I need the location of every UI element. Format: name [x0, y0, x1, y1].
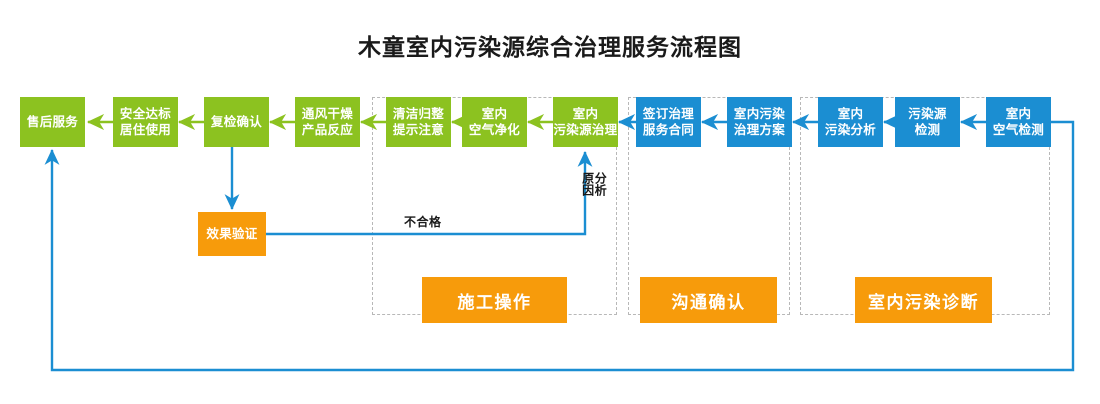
page-title: 木童室内污染源综合治理服务流程图 [358, 34, 742, 60]
node-pollution-source-test[interactable]: 污染源 检测 [895, 97, 960, 147]
node-pollution-analysis[interactable]: 室内 污染分析 [818, 97, 883, 147]
phase-banner-communication[interactable]: 沟通确认 [640, 277, 777, 323]
node-safe-standard-living[interactable]: 安全达标 居住使用 [113, 97, 178, 147]
edge-label-analyze-cause: 分析 原因 [580, 172, 608, 196]
node-indoor-air-test[interactable]: 室内 空气检测 [986, 97, 1051, 147]
node-indoor-air-purify[interactable]: 室内 空气净化 [462, 97, 527, 147]
node-treatment-plan[interactable]: 室内污染 治理方案 [727, 97, 792, 147]
node-effect-verification[interactable]: 效果验证 [198, 212, 266, 256]
node-sign-service-contract[interactable]: 签订治理 服务合同 [636, 97, 701, 147]
node-clean-tidy-notice[interactable]: 清洁归整 提示注意 [386, 97, 451, 147]
phase-banner-construction[interactable]: 施工操作 [422, 277, 567, 323]
node-recheck-confirm[interactable]: 复检确认 [204, 97, 269, 147]
phase-banner-diagnosis[interactable]: 室内污染诊断 [855, 277, 992, 323]
node-after-sales-service[interactable]: 售后服务 [20, 97, 85, 147]
edge-label-fail: 不合格 [404, 215, 442, 229]
node-pollution-source-treat[interactable]: 室内 污染源治理 [553, 97, 618, 147]
node-ventilate-dry-react[interactable]: 通风干燥 产品反应 [295, 97, 360, 147]
